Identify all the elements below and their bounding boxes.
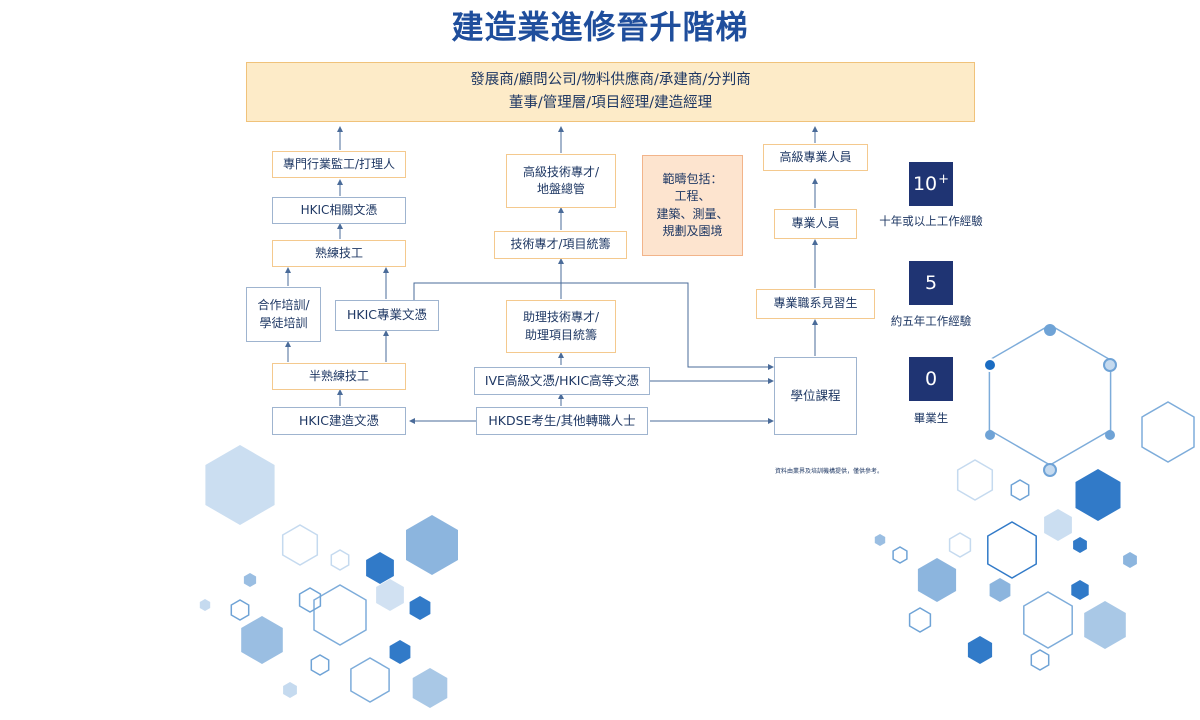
hexagon-shape bbox=[908, 607, 932, 633]
hexagon-shape bbox=[917, 558, 957, 602]
hexagon-shape bbox=[241, 616, 283, 664]
hkic-trade-box: HKIC專業文憑 bbox=[335, 300, 439, 331]
professional-box: 專業人員 bbox=[774, 209, 857, 239]
senior-tech-box: 高級技術專才/ 地盤總管 bbox=[506, 154, 616, 208]
semi-skilled-box: 半熟練技工 bbox=[272, 363, 406, 390]
arrow bbox=[413, 282, 774, 370]
hexagon-shape bbox=[1123, 552, 1137, 568]
experience-badge-5: 5 bbox=[909, 261, 953, 305]
hexagon-shape bbox=[409, 596, 431, 620]
hkic-related-box: HKIC相關文憑 bbox=[272, 197, 406, 224]
hexagon-shape bbox=[987, 521, 1037, 579]
ive-box: IVE高級文憑/HKIC高等文憑 bbox=[474, 367, 650, 395]
degree-box: 學位課程 bbox=[774, 357, 857, 435]
source-note: 資料由業界及培訓機構提供，僅供參考。 bbox=[775, 468, 884, 475]
hexagon-shape bbox=[366, 552, 394, 584]
hexagon-shape bbox=[310, 654, 330, 676]
graduate-trainee-box: 專業職系見習生 bbox=[756, 289, 875, 319]
hexagon-shape bbox=[230, 599, 250, 621]
top-box-line1: 發展商/顧問公司/物料供應商/承建商/分判商 bbox=[470, 71, 751, 88]
hexagon-shape bbox=[1044, 509, 1072, 541]
experience-label-10: 十年或以上工作經驗 bbox=[879, 214, 983, 228]
node-dot bbox=[1105, 430, 1115, 440]
hexagon-shape bbox=[313, 584, 367, 646]
hexagon-shape bbox=[1023, 591, 1073, 649]
tech-box: 技術專才/項目統籌 bbox=[494, 231, 627, 259]
hexagon-shape bbox=[1075, 469, 1121, 521]
hkic-construction-box: HKIC建造文憑 bbox=[272, 407, 406, 435]
senior-professional-box: 高級專業人員 bbox=[763, 144, 868, 171]
hexagon-shape bbox=[1071, 580, 1089, 600]
badge-value: 5 bbox=[924, 272, 938, 294]
experience-badge-0: 0 bbox=[909, 357, 953, 401]
experience-label-5: 約五年工作經驗 bbox=[890, 314, 972, 328]
hexagon-shape bbox=[1010, 479, 1030, 501]
page-title: 建造業進修晉升階梯 bbox=[451, 8, 749, 46]
hexagon-shape bbox=[1084, 601, 1126, 649]
hexagon-shape bbox=[243, 573, 257, 587]
node-dot bbox=[985, 430, 995, 440]
hexagon-shape bbox=[376, 579, 404, 611]
hexagon-shape bbox=[283, 682, 297, 698]
hexagon-shape bbox=[412, 668, 448, 708]
hexagon-shape bbox=[1073, 537, 1087, 553]
hexagon-shape bbox=[281, 524, 319, 566]
node-dot bbox=[983, 358, 997, 372]
hexagon-shape bbox=[205, 445, 275, 525]
hexagon-shape bbox=[406, 515, 458, 575]
hexagon-shape bbox=[967, 636, 993, 664]
hexagon-shape bbox=[199, 599, 211, 611]
hexagon-shape bbox=[1141, 401, 1195, 463]
hexagon-shape bbox=[389, 640, 411, 664]
hexagon-shape bbox=[1030, 649, 1050, 671]
hexagon-shape bbox=[956, 459, 994, 501]
badge-value: 0 bbox=[924, 368, 938, 390]
top-box: 發展商/顧問公司/物料供應商/承建商/分判商 董事/管理層/項目經理/建造經理 bbox=[246, 62, 975, 122]
badge-value: 10 bbox=[912, 173, 938, 195]
experience-badge-10: 10+ bbox=[909, 162, 953, 206]
experience-label-0: 畢業生 bbox=[913, 411, 949, 425]
hexagon-shape bbox=[298, 587, 322, 613]
skilled-box: 熟練技工 bbox=[272, 240, 406, 267]
hkdse-box: HKDSE考生/其他轉職人士 bbox=[476, 407, 648, 435]
hexagon-shape bbox=[989, 578, 1011, 602]
node-dot bbox=[1043, 463, 1057, 477]
hexagon-shape bbox=[892, 546, 908, 564]
badge-plus: + bbox=[938, 171, 950, 187]
top-box-line2: 董事/管理層/項目經理/建造經理 bbox=[508, 95, 713, 111]
node-dot bbox=[1044, 324, 1056, 336]
scope-box: 範疇包括： 工程、 建築、測量、 規劃及園境 bbox=[642, 155, 743, 256]
node-dot bbox=[1103, 358, 1117, 372]
assistant-tech-box: 助理技術專才/ 助理項目統籌 bbox=[506, 300, 616, 353]
hexagon-shape bbox=[350, 657, 390, 703]
hexagon-shape bbox=[948, 532, 972, 558]
coop-training-box: 合作培訓/ 學徒培訓 bbox=[246, 287, 321, 342]
supervisor-box: 專門行業監工/打理人 bbox=[272, 151, 406, 178]
hexagon-shape bbox=[874, 534, 886, 546]
hexagon-shape bbox=[330, 549, 350, 571]
